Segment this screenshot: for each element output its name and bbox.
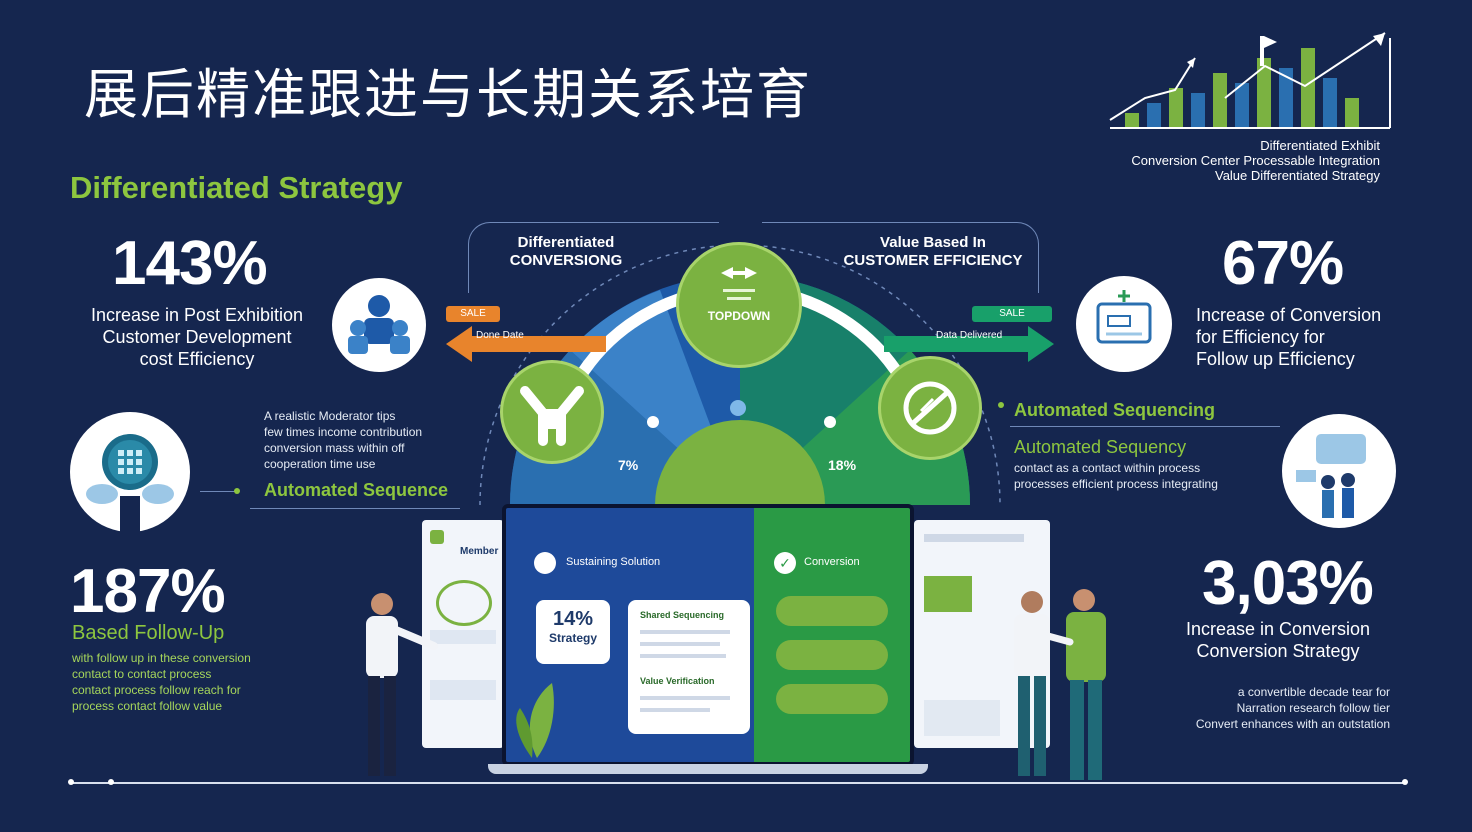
- chart-label-2: Conversion Center Processable Integratio…: [1131, 153, 1380, 168]
- arrow-left-sub: Done Date: [476, 330, 524, 341]
- sale-tag-left: SALE: [446, 306, 500, 322]
- laptop-left-header: Sustaining Solution: [566, 556, 661, 568]
- leaf-icon: [516, 683, 554, 758]
- arrow-right-icon: [884, 326, 1054, 362]
- note-line: cooperation time use: [264, 457, 376, 471]
- automated-sequence-label: Automated Sequence: [264, 480, 449, 500]
- document-icon: [1076, 276, 1172, 372]
- center-top-circle: TOPDOWN: [676, 242, 802, 368]
- presenter-figure: [366, 593, 438, 776]
- stat-desc-line: cost Efficiency: [139, 349, 255, 369]
- laptop-right-header: Conversion: [804, 556, 860, 568]
- laptop-base: [488, 764, 928, 774]
- metric-card-value: 14%: [552, 608, 594, 630]
- chart-label-1: Differentiated Exhibit: [1260, 138, 1380, 153]
- note-line: A realistic Moderator tips: [264, 409, 396, 423]
- meeting-icon: [1282, 414, 1396, 528]
- conversion-line: Convert enhances with an outstation: [1195, 717, 1390, 731]
- followup-line: contact process follow reach for: [72, 683, 241, 697]
- note-line: few times income contribution: [264, 425, 423, 439]
- sequence-line: processes efficient process integrating: [1014, 477, 1218, 491]
- bottom-divider: [70, 782, 1406, 784]
- automated-sequencing-label: Automated Sequencing: [1014, 400, 1216, 420]
- followup-line: contact to contact process: [72, 667, 212, 681]
- chat-app-icon: [70, 412, 190, 532]
- team-icon: [332, 278, 426, 372]
- pct-label-right: 18%: [828, 457, 857, 473]
- followup-line: process contact follow value: [72, 699, 223, 713]
- note-line: conversion mass within off: [264, 441, 405, 455]
- stat-desc-line: Customer Development: [102, 327, 292, 347]
- left-side-panel: Member: [422, 520, 504, 748]
- list-pill: [776, 684, 888, 714]
- doc-card: Shared Sequencing Value Verification: [628, 600, 750, 734]
- conversion-line: a convertible decade tear for: [1237, 685, 1390, 699]
- stat-desc-line: Follow up Efficiency: [1196, 349, 1355, 369]
- arc-right-label: Value Based In: [880, 234, 986, 251]
- doc-card-sub: Value Verification: [640, 676, 715, 686]
- automated-sequency-label: Automated Sequency: [1014, 437, 1187, 457]
- chart-label-3: Value Differentiated Strategy: [1214, 168, 1380, 183]
- stat-value-143: 143%: [112, 229, 268, 298]
- list-pill: [776, 640, 888, 670]
- stat-value-187: 187%: [70, 557, 226, 626]
- stat-desc-line: for Efficiency for: [1196, 327, 1325, 347]
- stat-desc-line: Increase in Post Exhibition: [90, 305, 304, 325]
- doc-card-title: Shared Sequencing: [640, 610, 725, 620]
- stat-value-67: 67%: [1222, 229, 1344, 298]
- check-icon: ✓: [774, 552, 796, 574]
- list-pill: [776, 596, 888, 626]
- center-top-label: TOPDOWN: [707, 309, 771, 323]
- arrow-left-icon: [446, 326, 606, 362]
- panel-label: Member: [460, 546, 499, 557]
- metric-card-sub: Strategy: [548, 631, 598, 645]
- stat-desc-line: Increase in Conversion: [1185, 619, 1371, 639]
- pct-label-left: 7%: [618, 457, 639, 473]
- colleagues-figure: [1014, 589, 1106, 780]
- page-title: 展后精准跟进与长期关系培育: [84, 63, 812, 126]
- laptop-screen: Sustaining Solution ✓ Conversion 14% Str…: [502, 504, 914, 766]
- arrow-right-sub: Data Delivered: [936, 330, 1003, 341]
- stat-desc-line: Conversion Strategy: [1196, 641, 1360, 661]
- growth-chart-icon: [1109, 32, 1391, 129]
- based-followup-heading: Based Follow-Up: [72, 622, 225, 644]
- metric-card: 14% Strategy: [536, 600, 610, 664]
- arc-left-label: CONVERSIONG: [509, 252, 623, 269]
- arc-left-label: Differentiated: [517, 234, 615, 251]
- section-subtitle: Differentiated Strategy: [70, 170, 403, 205]
- sequence-line: contact as a contact within process: [1014, 461, 1201, 475]
- sale-tag-right: SALE: [972, 306, 1052, 322]
- no-cost-icon: [878, 356, 982, 460]
- stat-desc-line: Increase of Conversion: [1196, 305, 1382, 325]
- followup-line: with follow up in these conversion: [72, 651, 251, 665]
- arc-right-label: CUSTOMER EFFICIENCY: [843, 252, 1023, 269]
- conversion-line: Narration research follow tier: [1236, 701, 1390, 715]
- handshake-icon: [500, 360, 604, 464]
- stat-value-303: 3,03%: [1202, 549, 1374, 618]
